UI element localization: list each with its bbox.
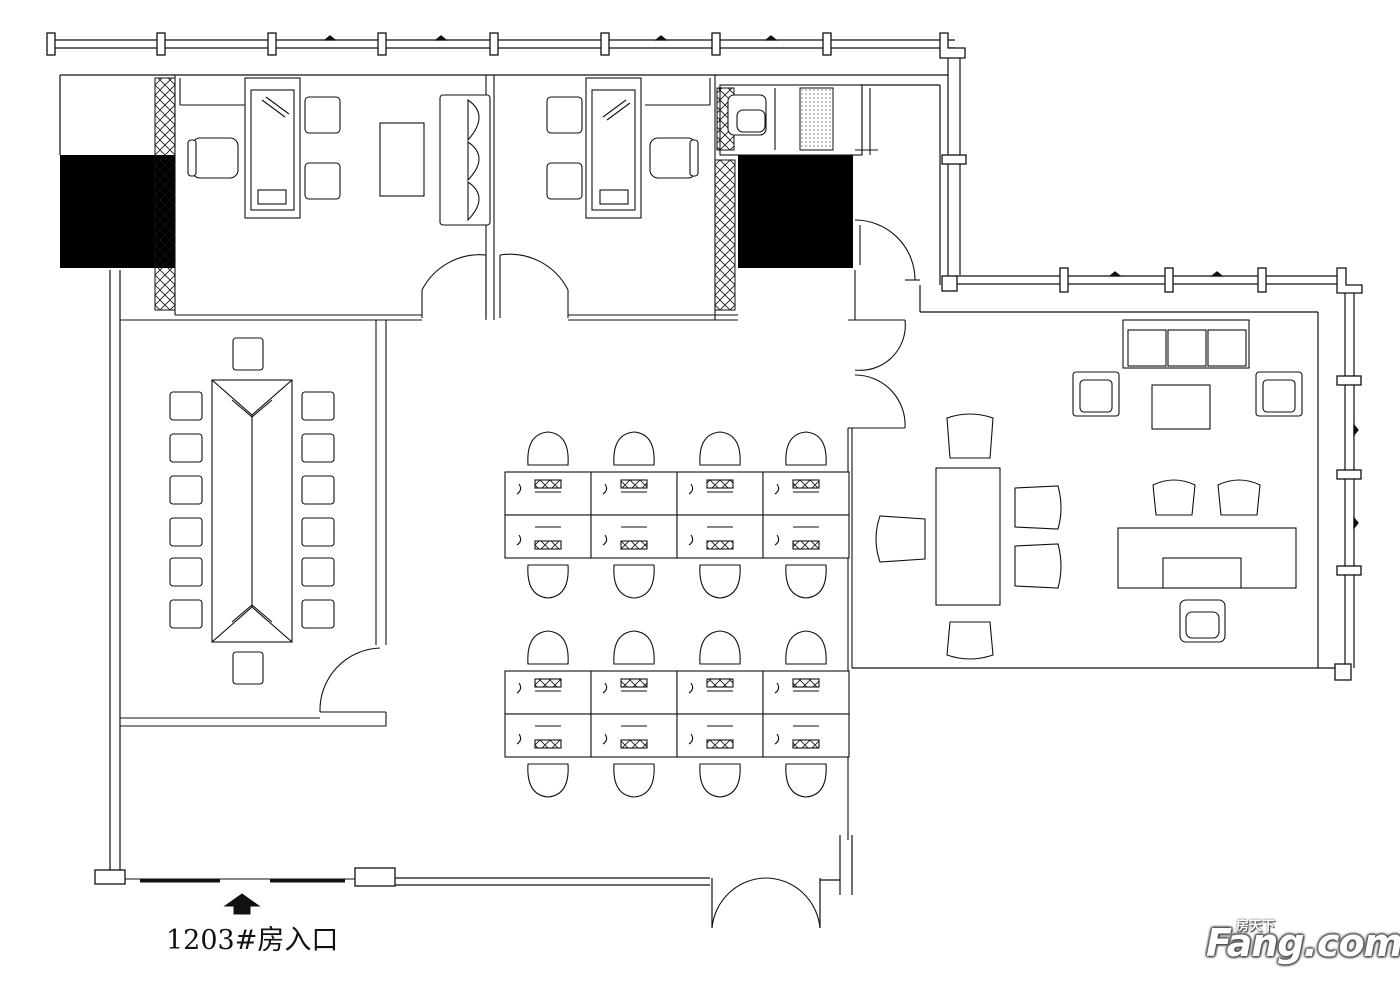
desk <box>590 514 678 559</box>
conference-room <box>169 337 335 685</box>
entrance-label: 1203#房入口 <box>166 925 339 956</box>
watermark-brand: Fang.com <box>1206 921 1400 965</box>
desk <box>504 713 592 758</box>
private-office-right <box>546 77 767 219</box>
meeting-chair <box>946 413 994 459</box>
desk <box>590 713 678 758</box>
meeting-chair <box>946 621 994 660</box>
coffee-table <box>1151 384 1211 430</box>
desk <box>762 514 850 559</box>
meeting-chair <box>875 515 926 563</box>
task-chair <box>785 431 827 466</box>
task-chair <box>699 630 741 665</box>
executive-office <box>1072 319 1303 643</box>
facade-columns <box>46 32 1363 887</box>
meeting-chair <box>1014 485 1062 530</box>
desk <box>590 670 678 715</box>
task-chair <box>613 630 655 665</box>
conference-chairs-right <box>301 391 335 629</box>
door-swings <box>319 219 920 929</box>
desk <box>762 713 850 758</box>
private-office-left <box>187 77 491 226</box>
task-chair <box>699 564 741 599</box>
meeting-chair <box>1014 543 1062 589</box>
watermark-logo: 房天下 Fang.com <box>1206 915 1400 980</box>
desk <box>762 670 850 715</box>
task-chair <box>785 763 827 798</box>
task-chair <box>785 630 827 665</box>
task-chair <box>527 763 569 798</box>
meeting-room <box>875 413 1062 660</box>
meeting-table <box>935 467 1001 606</box>
task-chair <box>699 763 741 798</box>
task-chair <box>785 564 827 599</box>
open-workstations <box>504 431 850 798</box>
entrance-glazing <box>125 878 355 915</box>
task-chair <box>613 763 655 798</box>
desk <box>676 471 764 516</box>
desk <box>762 471 850 516</box>
desk <box>676 713 764 758</box>
task-chair <box>527 564 569 599</box>
conference-chairs-left <box>169 391 203 629</box>
desk <box>504 514 592 559</box>
desk <box>676 670 764 715</box>
task-chair <box>527 431 569 466</box>
task-chair <box>613 431 655 466</box>
entrance-arrow-icon <box>223 893 261 915</box>
task-chair <box>699 431 741 466</box>
workstation-cluster-lower <box>504 630 850 798</box>
desk <box>676 514 764 559</box>
task-chair <box>527 630 569 665</box>
workstation-cluster-upper <box>504 431 850 599</box>
watermark-tagline: 房天下 <box>1236 919 1276 934</box>
task-chair <box>613 564 655 599</box>
